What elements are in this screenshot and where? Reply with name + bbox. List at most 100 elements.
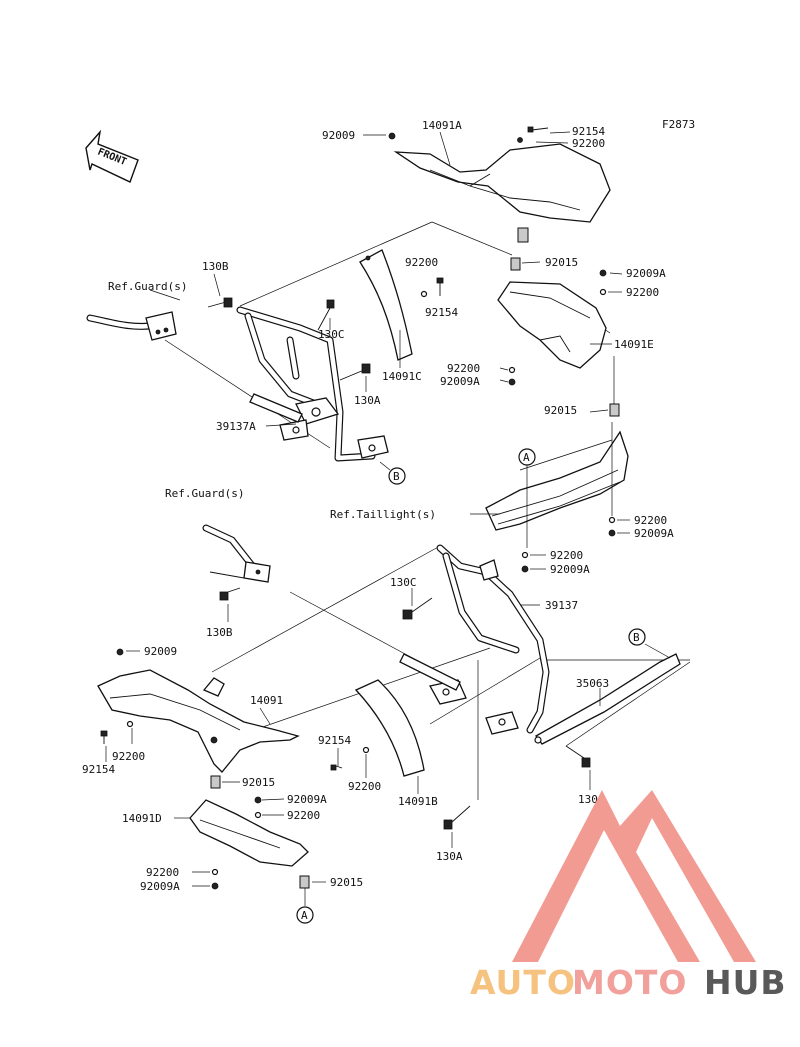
fastener-92154-bot xyxy=(100,730,108,744)
label-130B-top: 130B xyxy=(202,260,229,273)
front-arrow-icon: FRONT xyxy=(85,129,139,183)
label-14091E: 14091E xyxy=(614,338,654,351)
screw-92009A-bot xyxy=(254,796,262,804)
screw-92009A-r1 xyxy=(599,269,607,277)
label-130A-top: 130A xyxy=(354,394,381,407)
spacer-92015-r xyxy=(609,403,620,417)
washer-92200-tl1 xyxy=(608,516,616,524)
watermark-moto: MOTO xyxy=(572,963,687,1002)
screw-92009A-r2 xyxy=(508,378,516,386)
mudguard-14091D xyxy=(189,799,309,867)
washer-92200-bot4 xyxy=(211,868,219,876)
label-92200-bot4: 92200 xyxy=(146,866,179,879)
svg-text:B: B xyxy=(633,631,640,644)
callout-a-top: A xyxy=(518,448,536,466)
label-92009A-bot: 92009A xyxy=(287,793,327,806)
guide-line xyxy=(211,545,441,673)
bolt-130C-bottom xyxy=(402,597,433,620)
washer-92200-bot2 xyxy=(362,746,370,754)
leader-line xyxy=(379,461,391,471)
figure-code: F2873 xyxy=(662,118,695,131)
svg-text:A: A xyxy=(301,909,308,922)
callout-a-bottom: A xyxy=(296,906,314,924)
svg-text:A: A xyxy=(523,451,530,464)
washer-92200-tl2 xyxy=(521,551,529,559)
label-92015-r: 92015 xyxy=(544,404,577,417)
label-92009A-r1: 92009A xyxy=(626,267,666,280)
part-labels: 92009 14091A 92154 92200 92015 92200 921… xyxy=(82,119,674,893)
fastener-92154-bot2 xyxy=(330,764,343,771)
label-130B-bot: 130B xyxy=(206,626,233,639)
washer-92200-bot xyxy=(126,720,134,728)
watermark-logo: AUTO MOTO HUB xyxy=(470,790,787,1002)
spacer-92015-bot2 xyxy=(299,875,310,889)
pin-rod-bottom xyxy=(399,653,461,691)
leader-lines xyxy=(105,131,671,887)
label-92154-bot: 92154 xyxy=(82,763,115,776)
screw-92009A-tl2 xyxy=(521,565,529,573)
label-35063: 35063 xyxy=(576,677,609,690)
bolt-130C-top xyxy=(317,299,335,331)
label-130A-bot: 130A xyxy=(436,850,463,863)
washer-92200-r1 xyxy=(599,288,607,296)
label-14091B: 14091B xyxy=(398,795,438,808)
guide-line xyxy=(565,661,691,747)
label-14091C: 14091C xyxy=(382,370,422,383)
watermark-auto: AUTO xyxy=(470,963,576,1002)
guard-stub-top xyxy=(86,311,177,341)
label-92015-top: 92015 xyxy=(545,256,578,269)
label-ref-guard-top: Ref.Guard(s) xyxy=(108,280,187,293)
label-92200-tl1: 92200 xyxy=(634,514,667,527)
spacer-92015-top xyxy=(510,257,521,271)
watermark-hub: HUB xyxy=(704,963,787,1002)
label-ref-guard-bottom: Ref.Guard(s) xyxy=(165,487,244,500)
bolt-130B-top xyxy=(207,297,233,308)
label-92200-tl2: 92200 xyxy=(550,549,583,562)
bolt-130A-top xyxy=(339,363,371,381)
label-92009A-bot4: 92009A xyxy=(140,880,180,893)
mudguard-14091B xyxy=(354,679,425,777)
mudguard-14091A xyxy=(388,132,611,243)
label-92009-top: 92009 xyxy=(322,129,355,142)
pin-39137A xyxy=(249,393,303,423)
spacer-92015-bot xyxy=(210,775,221,789)
label-92200-bot3: 92200 xyxy=(287,809,320,822)
taillight-assembly xyxy=(485,422,629,548)
label-ref-taillight: Ref.Taillight(s) xyxy=(330,508,436,521)
fastener-92154-mid xyxy=(436,277,444,296)
label-92200-mid: 92200 xyxy=(405,256,438,269)
label-130-bot: 130 xyxy=(578,793,598,806)
label-14091D: 14091D xyxy=(122,812,162,825)
label-14091: 14091 xyxy=(250,694,283,707)
label-92009A-r2: 92009A xyxy=(440,375,480,388)
washer-92200-r2 xyxy=(508,366,516,374)
label-92015-bot: 92015 xyxy=(242,776,275,789)
guide-line xyxy=(289,591,421,663)
bolt-130A-bottom xyxy=(443,660,479,830)
label-92200-r1: 92200 xyxy=(626,286,659,299)
bolt-130B-bottom xyxy=(219,587,241,601)
stay-35063 xyxy=(534,653,681,745)
callout-b-top: B xyxy=(388,467,406,485)
label-39137A: 39137A xyxy=(216,420,256,433)
label-14091A: 14091A xyxy=(422,119,462,132)
fastener-92154-top xyxy=(527,126,549,133)
mudguard-14091C xyxy=(359,249,413,361)
label-92154-top: 92154 xyxy=(572,125,605,138)
label-92200-bot: 92200 xyxy=(112,750,145,763)
washer-92200-bot3 xyxy=(254,811,262,819)
watermark-triangle-icon xyxy=(512,790,756,962)
label-130C-top: 130C xyxy=(318,328,345,341)
label-92154-mid: 92154 xyxy=(425,306,458,319)
label-92200-r2: 92200 xyxy=(447,362,480,375)
label-39137: 39137 xyxy=(545,599,578,612)
callout-b-bottom: B xyxy=(628,628,646,646)
label-92009A-tl2: 92009A xyxy=(550,563,590,576)
rear-frame-39137 xyxy=(429,544,550,735)
label-92154-bot2: 92154 xyxy=(318,734,351,747)
label-130C-bot: 130C xyxy=(390,576,417,589)
screw-92009A-bot4 xyxy=(211,882,219,890)
mudguard-14091E xyxy=(497,281,607,369)
bolt-130-bottom xyxy=(565,745,591,768)
